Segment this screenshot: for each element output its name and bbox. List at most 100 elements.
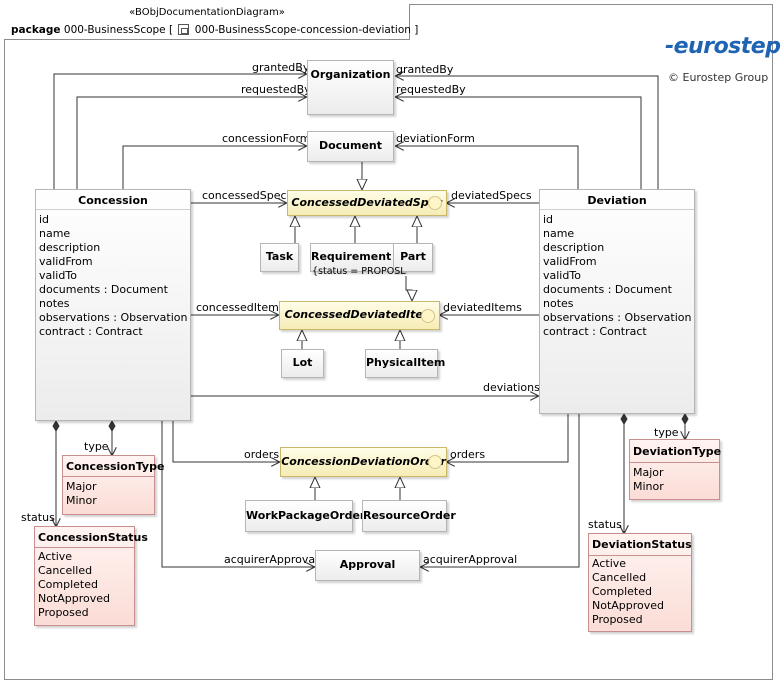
interface-concessed-deviated-item[interactable]: ConcessedDeviatedItem: [279, 301, 440, 330]
attribute: observations : Observation: [39, 311, 188, 324]
role-deviated-specs: deviatedSpecs: [451, 189, 532, 202]
interface-icon: [428, 196, 442, 210]
interface-spec-name: ConcessedDeviatedSpec: [291, 196, 443, 209]
attribute: description: [543, 241, 605, 254]
attribute: contract : Contract: [543, 325, 647, 338]
class-work-package-order[interactable]: WorkPackageOrder: [245, 500, 366, 532]
role-status-right: status: [588, 518, 622, 531]
role-concession-form: concessionForm: [222, 132, 311, 145]
attribute: validTo: [39, 269, 77, 282]
class-concession-name: Concession: [78, 194, 148, 207]
class-physical-item[interactable]: PhysicalItem: [365, 349, 446, 378]
class-requirement[interactable]: Requirement: [310, 243, 405, 272]
attribute: validFrom: [39, 255, 93, 268]
role-orders-left: orders: [244, 448, 280, 461]
class-part[interactable]: Part: [393, 243, 433, 272]
interface-icon: [421, 309, 435, 323]
role-type-left: type: [84, 440, 109, 453]
diagram-icon: [178, 24, 190, 35]
class-deviation-name: Deviation: [587, 194, 647, 207]
role-concessed-specs: concessedSpecs: [202, 189, 293, 202]
attribute: description: [39, 241, 101, 254]
enum-deviation-type[interactable]: DeviationType Major Minor: [629, 439, 722, 500]
enum-literals: Active Cancelled Completed NotApproved P…: [38, 550, 110, 620]
role-requested-by-left: requestedBy: [241, 83, 311, 96]
attribute: documents : Document: [543, 283, 672, 296]
enum-literal: Major: [66, 480, 97, 493]
enum-literal: Cancelled: [38, 564, 93, 577]
attribute: validTo: [543, 269, 581, 282]
copyright-text: © Eurostep Group: [668, 71, 769, 84]
role-acquirer-approval-left: acquirerApproval: [224, 553, 319, 566]
attribute: validFrom: [543, 255, 597, 268]
enum-deviation-status-name: DeviationStatus: [592, 538, 692, 551]
interface-concession-deviation-order[interactable]: ConcessionDeviationOrder: [280, 447, 447, 477]
class-approval[interactable]: Approval: [315, 550, 420, 581]
class-approval-name: Approval: [339, 558, 396, 571]
interface-icon: [428, 455, 442, 469]
role-deviations: deviations: [483, 381, 540, 394]
attribute: notes: [39, 297, 70, 310]
enum-literal: Cancelled: [592, 571, 647, 584]
class-concession[interactable]: Concession id name description validFrom…: [35, 189, 191, 421]
package-name: 000-BusinessScope [: [63, 24, 174, 36]
class-lot[interactable]: Lot: [281, 349, 324, 378]
interface-item-name: ConcessedDeviatedItem: [284, 308, 435, 321]
enum-literal: Completed: [38, 578, 98, 591]
enum-literal: Completed: [592, 585, 652, 598]
attribute: id: [39, 213, 50, 226]
interface-order-name: ConcessionDeviationOrder: [281, 455, 446, 468]
enum-literals: Major Minor: [66, 480, 97, 508]
class-deviation[interactable]: Deviation id name description validFrom …: [539, 189, 695, 414]
class-resource-order-name: ResourceOrder: [363, 509, 456, 522]
role-deviated-items: deviatedItems: [443, 301, 522, 314]
enum-literal: Major: [633, 466, 664, 479]
class-task[interactable]: Task: [260, 243, 299, 272]
attribute: notes: [543, 297, 574, 310]
role-acquirer-approval-right: acquirerApproval: [423, 553, 518, 566]
enum-literal: Proposed: [592, 613, 643, 626]
enum-concession-type-name: ConcessionType: [66, 460, 165, 473]
diagram-name: 000-BusinessScope-concession-deviation ]: [194, 24, 419, 36]
diagram-header: «BObjDocumentationDiagram» package 000-B…: [4, 4, 418, 40]
deviation-attributes: id name description validFrom validTo do…: [543, 213, 691, 339]
enum-concession-status[interactable]: ConcessionStatus Active Cancelled Comple…: [34, 526, 148, 626]
diagram-stereotype: «BObjDocumentationDiagram»: [129, 7, 285, 18]
eurostep-logo: -eurostep: [665, 34, 781, 59]
class-work-package-order-name: WorkPackageOrder: [246, 509, 366, 522]
class-physical-item-name: PhysicalItem: [366, 356, 446, 369]
attribute: name: [39, 227, 71, 240]
enum-literal: Active: [38, 550, 73, 563]
role-concessed-items: concessedItems: [196, 301, 285, 314]
attribute: contract : Contract: [39, 325, 143, 338]
role-requested-by-right: requestedBy: [396, 83, 466, 96]
enum-literal: Minor: [66, 494, 97, 507]
enum-literals: Major Minor: [633, 466, 664, 494]
class-lot-name: Lot: [292, 356, 313, 369]
enum-deviation-type-name: DeviationType: [633, 445, 722, 458]
class-resource-order[interactable]: ResourceOrder: [362, 500, 456, 532]
role-type-right: type: [654, 426, 679, 439]
package-keyword: package: [11, 24, 61, 36]
enum-literal: Minor: [633, 480, 664, 493]
interface-concessed-deviated-spec[interactable]: ConcessedDeviatedSpec: [287, 190, 447, 216]
enum-concession-type[interactable]: ConcessionType Major Minor: [62, 455, 165, 515]
class-part-name: Part: [400, 250, 426, 263]
class-task-name: Task: [265, 250, 294, 263]
enum-deviation-status[interactable]: DeviationStatus Active Cancelled Complet…: [588, 533, 692, 632]
enum-concession-status-name: ConcessionStatus: [38, 531, 148, 544]
concession-attributes: id name description validFrom validTo do…: [39, 213, 187, 339]
requirement-constraint: {status = PROPOSL: [312, 266, 406, 277]
class-document[interactable]: Document: [307, 131, 394, 162]
class-organization-name: Organization: [310, 68, 391, 81]
class-requirement-name: Requirement: [311, 250, 392, 263]
enum-literals: Active Cancelled Completed NotApproved P…: [592, 557, 664, 627]
enum-literal: NotApproved: [592, 599, 665, 612]
class-organization[interactable]: Organization: [307, 60, 394, 115]
attribute: name: [543, 227, 575, 240]
attribute: observations : Observation: [543, 311, 692, 324]
role-status-left: status: [21, 511, 55, 524]
enum-literal: Proposed: [38, 606, 89, 619]
role-deviation-form: deviationForm: [396, 132, 475, 145]
diagram-title: package 000-BusinessScope [ 000-Business…: [11, 24, 418, 36]
